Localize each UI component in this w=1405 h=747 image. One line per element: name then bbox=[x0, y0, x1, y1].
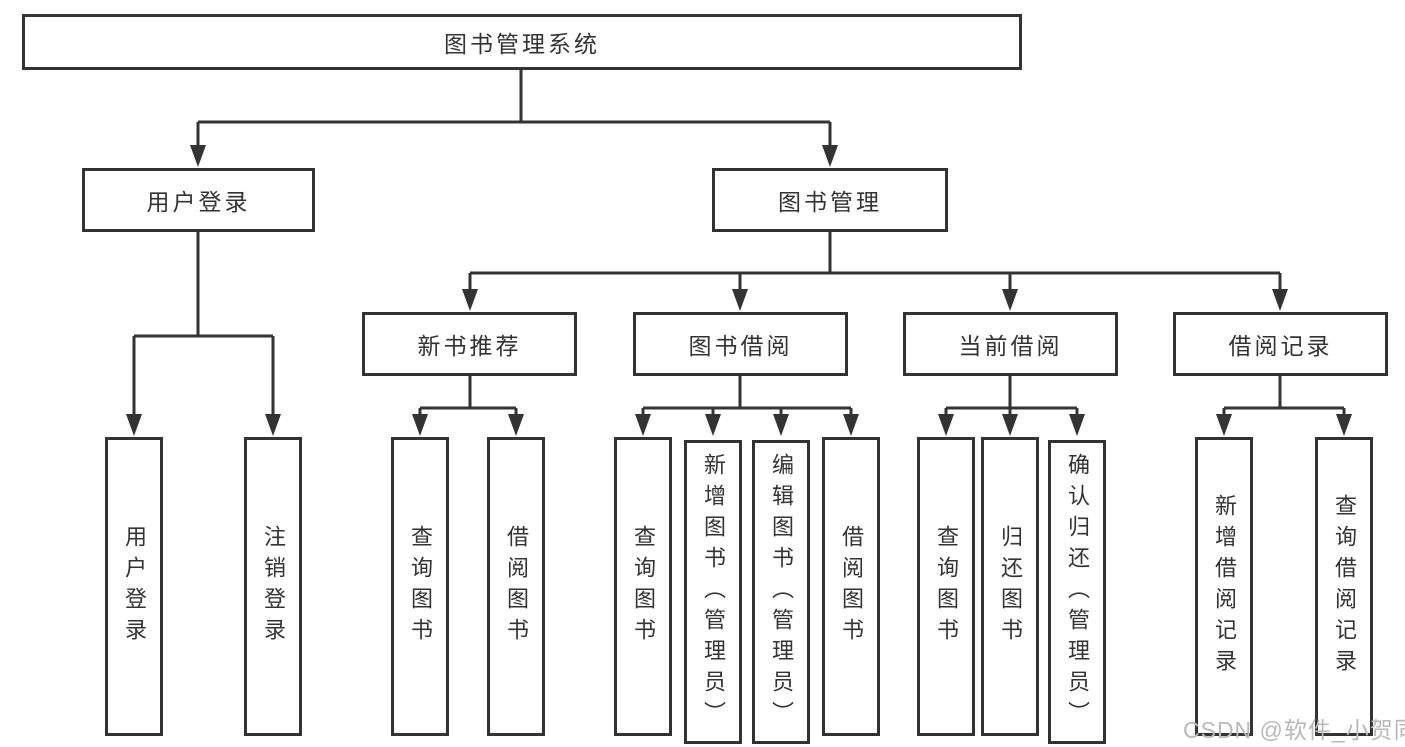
leaf-query-books-borrow-label: 查询图书 bbox=[631, 524, 656, 649]
leaf-query-borrow-record: 查询借阅记录 bbox=[1315, 437, 1373, 736]
leaf-confirm-return-admin: 确认归还（管理员） bbox=[1048, 440, 1106, 744]
leaf-edit-book-admin-label: 编辑图书（管理员） bbox=[769, 452, 794, 732]
node-book-borrowing-label: 图书借阅 bbox=[688, 333, 793, 359]
leaf-query-books-borrow: 查询图书 bbox=[614, 437, 672, 736]
leaf-logout-label: 注销登录 bbox=[261, 524, 286, 649]
node-new-book-recommend-label: 新书推荐 bbox=[417, 333, 522, 359]
leaf-add-book-admin-label: 新增图书（管理员） bbox=[701, 452, 726, 732]
leaf-query-borrow-record-label: 查询借阅记录 bbox=[1332, 493, 1357, 680]
connector-user-login-children bbox=[132, 232, 275, 416]
leaf-query-books-recommend-label: 查询图书 bbox=[408, 524, 433, 649]
leaf-borrow-books: 借阅图书 bbox=[822, 437, 880, 736]
leaf-add-borrow-record: 新增借阅记录 bbox=[1195, 437, 1253, 736]
leaf-return-book: 归还图书 bbox=[981, 437, 1039, 736]
leaf-borrow-books-recommend: 借阅图书 bbox=[487, 437, 545, 736]
connector-new-book-children bbox=[418, 376, 518, 416]
leaf-query-books-current: 查询图书 bbox=[917, 437, 975, 736]
node-book-management-label: 图书管理 bbox=[778, 189, 882, 215]
node-borrowing-records-label: 借阅记录 bbox=[1228, 333, 1333, 359]
leaf-query-books-current-label: 查询图书 bbox=[934, 524, 959, 649]
leaf-add-book-admin: 新增图书（管理员） bbox=[684, 440, 742, 744]
watermark: CSDN @软件_小贺同学 bbox=[1183, 717, 1405, 743]
leaf-user-login-label: 用户登录 bbox=[122, 524, 147, 649]
leaf-borrow-books-recommend-label: 借阅图书 bbox=[504, 524, 529, 649]
leaf-borrow-books-label: 借阅图书 bbox=[839, 524, 864, 649]
connector-borrow-rec-children bbox=[1222, 376, 1346, 416]
node-book-borrowing: 图书借阅 bbox=[633, 312, 848, 376]
connector-book-borrow-children bbox=[641, 376, 853, 416]
node-book-management: 图书管理 bbox=[712, 168, 948, 232]
leaf-return-book-label: 归还图书 bbox=[998, 524, 1023, 649]
connector-root-to-level2 bbox=[196, 70, 832, 149]
leaf-query-books-recommend: 查询图书 bbox=[391, 437, 449, 736]
node-current-borrowing: 当前借阅 bbox=[903, 312, 1118, 376]
arrowheads bbox=[126, 145, 1352, 436]
node-user-login-label: 用户登录 bbox=[146, 189, 251, 215]
leaf-edit-book-admin: 编辑图书（管理员） bbox=[752, 440, 810, 744]
connector-cur-borrow-children bbox=[944, 376, 1079, 416]
node-new-book-recommend: 新书推荐 bbox=[362, 312, 577, 376]
leaf-user-login: 用户登录 bbox=[105, 437, 163, 736]
node-borrowing-records: 借阅记录 bbox=[1173, 312, 1388, 376]
leaf-add-borrow-record-label: 新增借阅记录 bbox=[1212, 493, 1237, 680]
node-root-label: 图书管理系统 bbox=[444, 31, 600, 57]
node-user-login: 用户登录 bbox=[82, 168, 315, 232]
leaf-logout: 注销登录 bbox=[244, 437, 302, 736]
node-root: 图书管理系统 bbox=[22, 14, 1022, 70]
connector-book-mgmt-to-level3 bbox=[468, 232, 1282, 291]
node-current-borrowing-label: 当前借阅 bbox=[958, 333, 1063, 359]
leaf-confirm-return-admin-label: 确认归还（管理员） bbox=[1065, 452, 1090, 732]
